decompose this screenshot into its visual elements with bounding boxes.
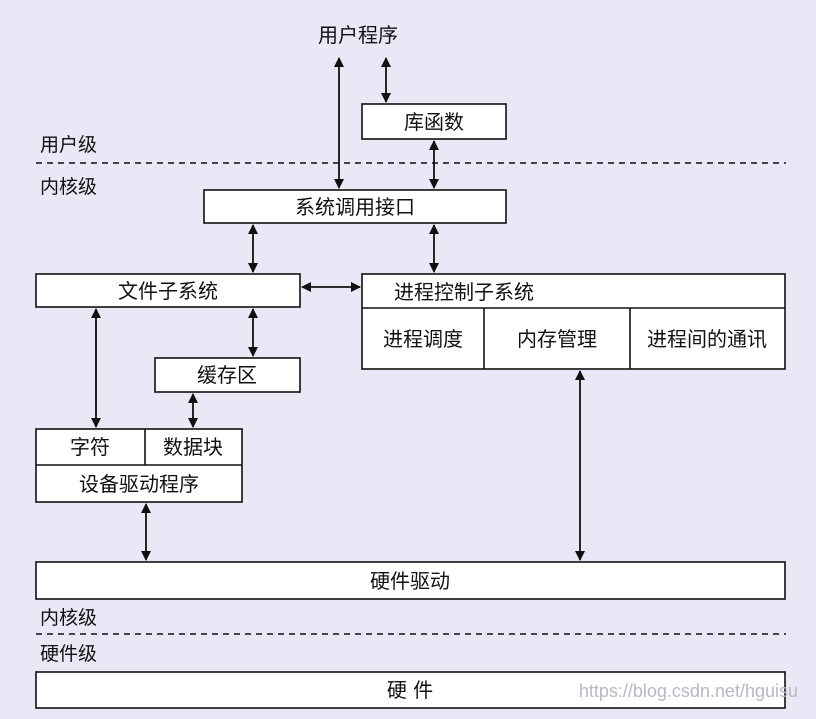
user-level-label: 用户级 [40, 134, 97, 156]
process-control-subsystem-box [361, 273, 786, 370]
character-label: 字符 [70, 435, 110, 459]
watermark-text: https://blog.csdn.net/hguisu [579, 681, 798, 701]
device-driver-label: 设备驱动程序 [79, 472, 199, 496]
library-functions-box [361, 103, 507, 140]
buffer-cache-label: 缓存区 [197, 363, 257, 387]
user-program-label: 用户程序 [318, 23, 398, 47]
file-subsystem-label: 文件子系统 [118, 279, 218, 303]
file-subsystem-box [35, 273, 301, 308]
hardware-driver-box [35, 561, 786, 600]
hardware-label: 硬 件 [387, 678, 433, 702]
memory-management-label: 内存管理 [517, 327, 597, 351]
syscall-interface-label: 系统调用接口 [295, 195, 415, 219]
process-scheduling-label: 进程调度 [383, 327, 463, 351]
ipc-label: 进程间的通讯 [647, 327, 767, 351]
hardware-driver-label: 硬件驱动 [370, 569, 450, 593]
kernel-level-label-bottom: 内核级 [40, 607, 97, 629]
process-control-subsystem-label: 进程控制子系统 [394, 280, 534, 304]
hardware-box [35, 671, 786, 709]
syscall-interface-box [203, 189, 507, 224]
block-label: 数据块 [163, 435, 223, 459]
buffer-cache-box [154, 357, 301, 393]
kernel-level-label-top: 内核级 [40, 176, 97, 198]
hardware-level-label: 硬件级 [40, 643, 97, 665]
library-functions-label: 库函数 [404, 110, 464, 134]
